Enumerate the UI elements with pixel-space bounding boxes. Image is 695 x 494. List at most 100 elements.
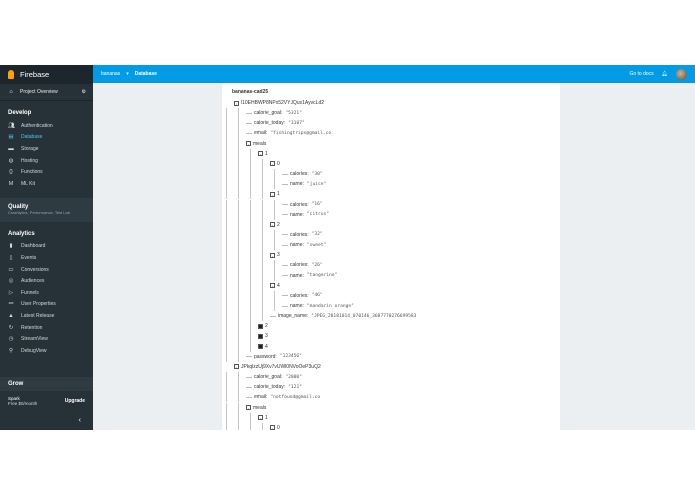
tree-node[interactable]: -0: [270, 423, 280, 430]
tree-leaf[interactable]: calories:"30": [282, 169, 323, 179]
node-value[interactable]: "sweet": [306, 242, 327, 248]
sidebar-item-storage[interactable]: ▬Storage: [0, 143, 93, 155]
node-value[interactable]: "JPEG_20181014_070146_3687770276699583: [311, 313, 417, 319]
collapse-node-icon[interactable]: -: [270, 161, 275, 167]
tree-leaf[interactable]: calories:"32": [282, 230, 323, 240]
tree-root[interactable]: bananas-cad25: [232, 89, 269, 95]
collapse-node-icon[interactable]: -: [234, 364, 239, 370]
collapse-node-icon[interactable]: -: [234, 100, 239, 106]
collapse-node-icon[interactable]: -: [270, 222, 275, 228]
sidebar-item-hosting[interactable]: ◍Hosting: [0, 155, 93, 167]
tree-node[interactable]: 2: [258, 321, 268, 331]
tree-leaf[interactable]: email:"fishingtrips@gmail.co: [246, 128, 331, 138]
tree-node[interactable]: -4: [270, 281, 280, 291]
tree-leaf[interactable]: name:"citrus": [282, 210, 329, 220]
tree-leaf[interactable]: calorie_today:"121": [246, 382, 302, 392]
node-value[interactable]: "juice": [306, 181, 327, 187]
collapse-node-icon[interactable]: -: [246, 141, 251, 147]
sidebar-item-streamview[interactable]: ◷StreamView: [0, 333, 93, 345]
tree-guide-line: [274, 290, 275, 301]
node-value[interactable]: "3107": [288, 120, 305, 126]
node-value[interactable]: "citrus": [306, 212, 330, 218]
sidebar-item-user-properties[interactable]: ⚯User Properties: [0, 299, 93, 311]
collapse-node-icon[interactable]: -: [270, 252, 275, 258]
tree-node[interactable]: -3: [270, 250, 280, 260]
avatar[interactable]: [676, 68, 687, 80]
node-value[interactable]: "tangerine": [306, 273, 338, 279]
collapse-node-icon[interactable]: -: [258, 151, 263, 157]
tree-leaf[interactable]: name:"tangerine": [282, 271, 337, 281]
tree-node[interactable]: 4: [258, 342, 268, 352]
tree-leaf[interactable]: calorie_goal:"5321": [246, 108, 302, 118]
sidebar-item-label: Authentication: [21, 122, 53, 129]
tree-node[interactable]: -0: [270, 159, 280, 169]
bell-icon[interactable]: 🔔︎: [661, 71, 668, 77]
expand-node-icon[interactable]: [258, 344, 263, 350]
node-key: calories:: [290, 231, 309, 238]
tree-leaf[interactable]: name:"juice": [282, 179, 326, 189]
node-value[interactable]: "46": [311, 293, 323, 299]
node-value[interactable]: "30": [311, 171, 323, 177]
go-to-docs-link[interactable]: Go to docs: [629, 71, 654, 77]
node-value[interactable]: "mandarin orange": [306, 303, 354, 309]
tree-node[interactable]: 3: [258, 331, 268, 341]
tree-node[interactable]: -2: [270, 220, 280, 230]
tree-leaf[interactable]: password:"123456": [246, 352, 302, 362]
node-value[interactable]: "121": [288, 384, 302, 390]
gear-icon[interactable]: ⚙: [81, 89, 86, 95]
sidebar-item-funnels[interactable]: ▷Funnels: [0, 287, 93, 299]
sidebar-item-authentication[interactable]: 👥︎Authentication: [0, 120, 93, 132]
expand-node-icon[interactable]: [258, 333, 263, 339]
sidebar-item-latest-release[interactable]: ▲Latest Release: [0, 310, 93, 322]
upgrade-button[interactable]: Upgrade: [64, 398, 85, 404]
tree-leaf[interactable]: calories:"16": [282, 200, 323, 210]
tree-leaf[interactable]: name:"mandarin orange": [282, 301, 354, 311]
tree-node[interactable]: -meals: [246, 139, 266, 149]
tree-leaf[interactable]: calorie_goal:"2000": [246, 372, 302, 382]
project-selector[interactable]: bananas: [101, 71, 121, 77]
tree-leaf[interactable]: calories:"46": [282, 291, 323, 301]
firebase-logo[interactable]: Firebase: [0, 65, 93, 84]
chevron-down-icon[interactable]: ▾: [126, 71, 129, 77]
collapse-node-icon[interactable]: -: [258, 415, 263, 421]
grow-section[interactable]: Grow: [0, 377, 93, 391]
tree-node[interactable]: -l10EHBWP8NPx52VYJQux1AyvcLd2: [234, 98, 324, 108]
collapse-node-icon[interactable]: -: [270, 191, 275, 197]
tree-leaf[interactable]: calories:"26": [282, 260, 323, 270]
node-value[interactable]: "32": [311, 232, 323, 238]
sidebar-item-retention[interactable]: ↻Retention: [0, 322, 93, 334]
sidebar-item-conversions[interactable]: ▭Conversions: [0, 264, 93, 276]
collapse-node-icon[interactable]: -: [270, 283, 275, 289]
expand-node-icon[interactable]: [258, 323, 263, 329]
sidebar-item-database[interactable]: ▤Database: [0, 132, 93, 144]
tree-node[interactable]: -1: [270, 189, 280, 199]
tree-guide-line: [250, 169, 251, 180]
tree-node[interactable]: -1: [258, 149, 268, 159]
tree-node[interactable]: -meals: [246, 403, 266, 413]
collapse-node-icon[interactable]: -: [270, 425, 275, 430]
tree-node[interactable]: -JPkqlzzUj9Xv7vUWl0NVoOeP3uQ2: [234, 362, 321, 372]
sidebar-item-functions[interactable]: {}Functions: [0, 166, 93, 178]
tree-leaf[interactable]: calorie_today:"3107": [246, 118, 305, 128]
node-value[interactable]: "notfound@gmail.co: [270, 394, 321, 400]
sidebar-item-label: Audiences: [21, 278, 45, 285]
node-value[interactable]: "fishingtrips@gmail.co: [270, 130, 332, 136]
tree-leaf[interactable]: email:"notfound@gmail.co: [246, 392, 320, 402]
node-value[interactable]: "26": [311, 262, 323, 268]
node-value[interactable]: "16": [311, 202, 323, 207]
tree-node[interactable]: -1: [258, 413, 268, 423]
tree-leaf[interactable]: image_name:"JPEG_20181014_070146_3687770…: [270, 311, 416, 321]
project-overview[interactable]: ⌂Project Overview⚙: [0, 84, 93, 101]
node-value[interactable]: "2000": [285, 374, 302, 380]
collapse-sidebar-icon[interactable]: ‹: [78, 417, 81, 424]
collapse-node-icon[interactable]: -: [246, 405, 251, 410]
node-value[interactable]: "123456": [279, 354, 302, 360]
sidebar-item-debugview[interactable]: ⚲DebugView: [0, 345, 93, 357]
sidebar-item-audiences[interactable]: ◎Audiences: [0, 275, 93, 287]
sidebar-item-events[interactable]: ▯Events: [0, 252, 93, 264]
node-value[interactable]: "5321": [285, 110, 302, 116]
sidebar-item-dashboard[interactable]: ▮Dashboard: [0, 241, 93, 253]
tree-leaf[interactable]: name:"sweet": [282, 240, 326, 250]
